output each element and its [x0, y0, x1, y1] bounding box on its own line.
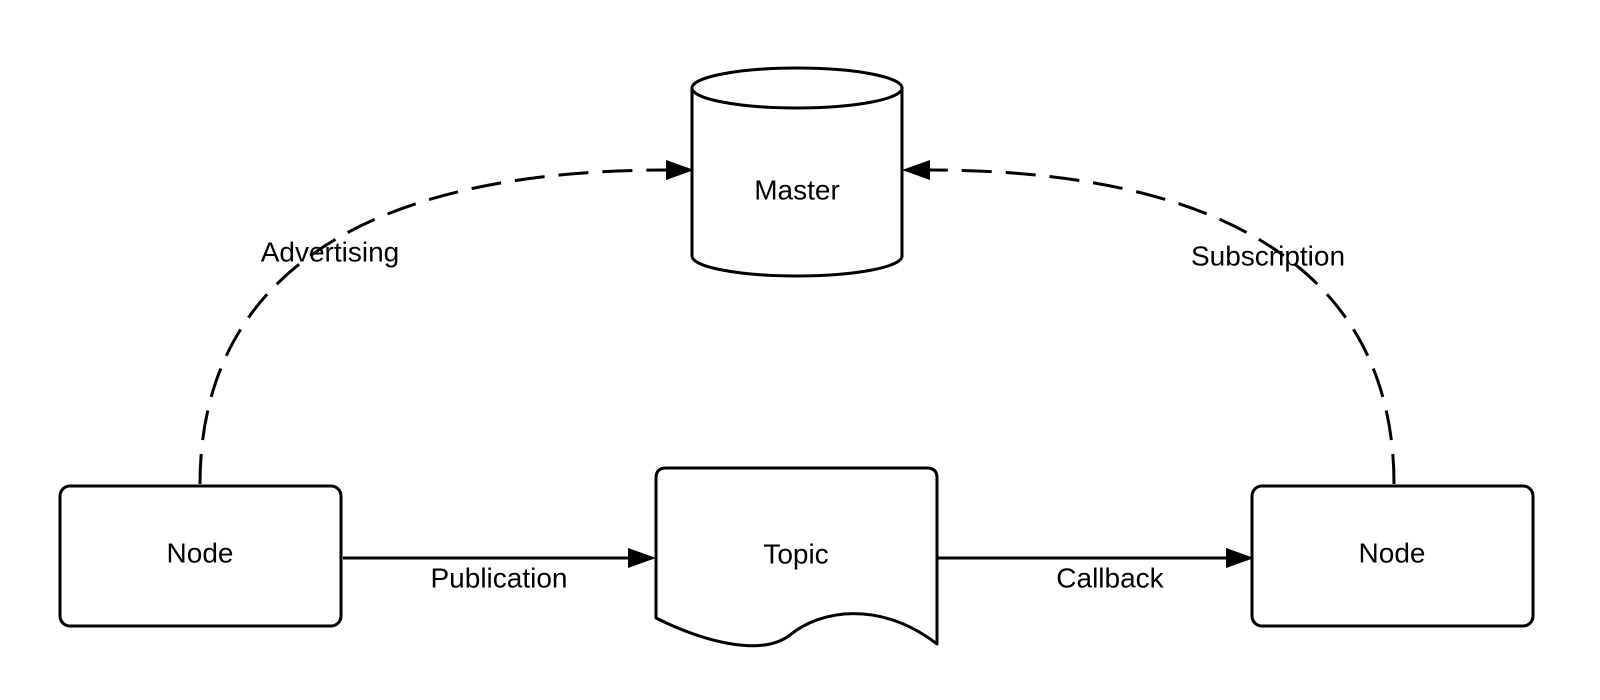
callback-label: Callback	[1056, 562, 1164, 593]
master-database-icon: Master	[690, 66, 904, 278]
subscription-arrowhead	[902, 160, 930, 180]
node-right-label: Node	[1359, 537, 1426, 568]
subscription-label: Subscription	[1191, 240, 1345, 271]
callback-arrowhead	[1226, 548, 1254, 568]
advertising-label: Advertising	[261, 236, 400, 267]
edge-publication: Publication	[343, 548, 656, 593]
subscription-connector	[927, 168, 1396, 485]
topic-document-shape	[654, 466, 939, 648]
topic-label: Topic	[763, 538, 828, 569]
node-right-box	[1250, 484, 1535, 628]
edge-subscription: Subscription	[902, 160, 1396, 485]
node-left-box	[58, 484, 343, 628]
advertising-arrowhead	[666, 160, 694, 180]
master-label: Master	[754, 174, 840, 205]
publication-arrowhead	[628, 548, 656, 568]
master-cylinder-top	[690, 66, 904, 110]
node-left: Node	[58, 484, 343, 628]
node-left-label: Node	[167, 537, 234, 568]
publication-label: Publication	[431, 562, 568, 593]
edge-advertising: Advertising	[198, 160, 694, 485]
advertising-connector	[198, 168, 669, 485]
edge-callback: Callback	[938, 548, 1254, 593]
master-cylinder-body	[690, 88, 904, 278]
node-right: Node	[1250, 484, 1535, 628]
topic-document-icon: Topic	[654, 466, 939, 648]
